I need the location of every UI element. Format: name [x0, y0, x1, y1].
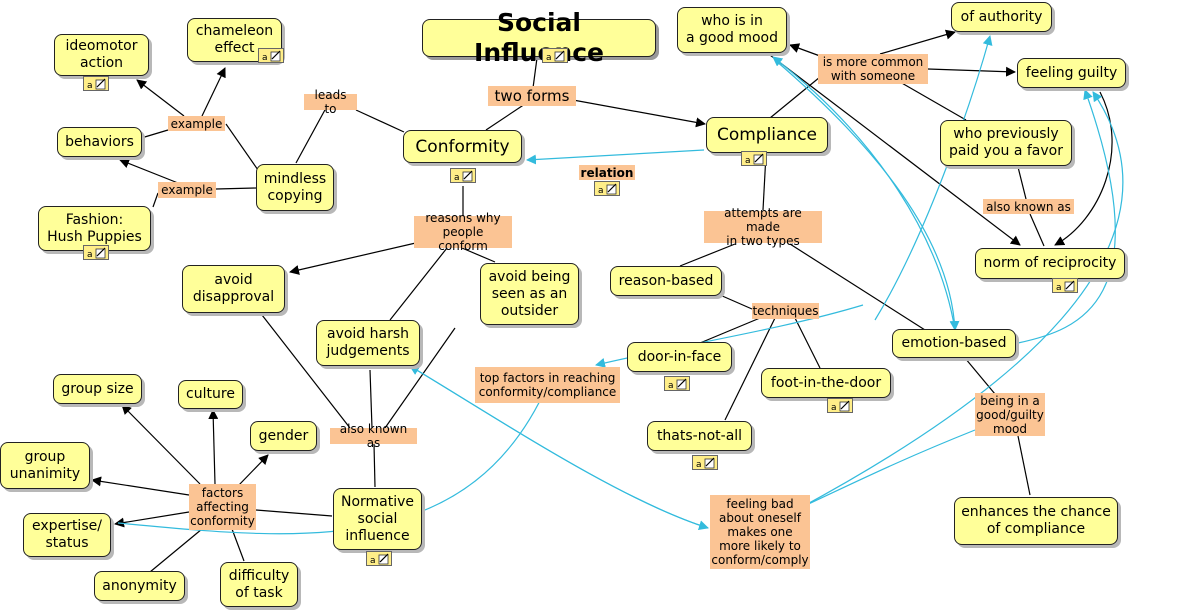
node-previous-favor[interactable]: who previously paid you a favor	[940, 120, 1072, 166]
svg-text:a: a	[262, 53, 268, 63]
link-also-known-as-2[interactable]: also known as	[330, 422, 417, 450]
link-also-known-as-1[interactable]: also known as	[983, 199, 1074, 214]
node-culture[interactable]: culture	[178, 380, 243, 409]
diagram-title[interactable]: Social Influence	[422, 8, 656, 67]
node-conformity[interactable]: Conformity	[403, 130, 522, 163]
svg-text:a: a	[87, 81, 93, 91]
svg-text:a: a	[454, 173, 460, 183]
link-good-guilty-mood[interactable]: being in a good/guilty mood	[975, 393, 1045, 436]
node-of-authority[interactable]: of authority	[951, 2, 1052, 32]
node-gender[interactable]: gender	[250, 421, 317, 451]
note-icon[interactable]: a	[450, 168, 476, 183]
note-icon[interactable]: a	[741, 151, 767, 166]
node-ideomotor-action[interactable]: ideomotor action	[54, 34, 149, 76]
node-mindless-copying[interactable]: mindless copying	[256, 164, 334, 211]
link-attempts-two-types[interactable]: attempts are made in two types	[704, 206, 822, 248]
svg-text:a: a	[546, 53, 552, 63]
node-behaviors[interactable]: behaviors	[57, 127, 142, 157]
note-icon[interactable]: a	[692, 455, 718, 470]
node-anonymity[interactable]: anonymity	[94, 571, 185, 601]
note-icon[interactable]: a	[827, 398, 853, 413]
node-avoid-harsh-judgements[interactable]: avoid harsh judgements	[316, 320, 420, 366]
node-fashion-hush-puppies[interactable]: Fashion: Hush Puppies	[38, 206, 151, 251]
link-factors-affecting[interactable]: factors affecting conformity	[189, 484, 256, 530]
link-leads-to[interactable]: leads to	[304, 88, 357, 116]
link-two-forms[interactable]: two forms	[488, 86, 576, 106]
node-emotion-based[interactable]: emotion-based	[892, 329, 1016, 358]
node-avoid-outsider[interactable]: avoid being seen as an outsider	[480, 263, 579, 325]
note-icon[interactable]: a	[258, 48, 284, 63]
node-expertise-status[interactable]: expertise/ status	[23, 513, 111, 557]
node-group-size[interactable]: group size	[53, 374, 142, 404]
svg-text:a: a	[745, 156, 751, 166]
link-example-2[interactable]: example	[158, 182, 216, 198]
link-feeling-bad[interactable]: feeling bad about oneself makes one more…	[710, 495, 810, 569]
node-norm-of-reciprocity[interactable]: norm of reciprocity	[975, 248, 1125, 279]
node-avoid-disapproval[interactable]: avoid disapproval	[182, 265, 285, 313]
note-icon[interactable]: a	[366, 551, 392, 566]
svg-text:a: a	[696, 460, 702, 470]
node-group-unanimity[interactable]: group unanimity	[0, 442, 90, 489]
note-icon[interactable]: a	[83, 76, 109, 91]
note-icon[interactable]: a	[83, 245, 109, 260]
note-icon[interactable]: a	[542, 48, 568, 63]
node-enhances-compliance[interactable]: enhances the chance of compliance	[954, 497, 1118, 545]
node-good-mood[interactable]: who is in a good mood	[677, 7, 787, 53]
note-icon[interactable]: a	[1052, 278, 1078, 293]
link-more-common[interactable]: is more common with someone	[818, 54, 928, 84]
node-foot-in-the-door[interactable]: foot-in-the-door	[761, 368, 891, 398]
link-top-factors[interactable]: top factors in reaching conformity/compl…	[475, 367, 620, 403]
svg-text:a: a	[668, 381, 674, 391]
link-techniques[interactable]: techniques	[752, 303, 819, 319]
link-reasons-why[interactable]: reasons why people conform	[414, 211, 512, 253]
node-normative-social-influence[interactable]: Normative social influence	[333, 488, 422, 550]
node-compliance[interactable]: Compliance	[706, 117, 828, 153]
svg-text:a: a	[87, 250, 93, 260]
node-thats-not-all[interactable]: thats-not-all	[647, 421, 752, 451]
link-example-1[interactable]: example	[168, 116, 225, 131]
svg-text:a: a	[1056, 283, 1062, 293]
svg-text:a: a	[831, 403, 837, 413]
svg-text:a: a	[370, 556, 376, 566]
svg-text:a: a	[598, 186, 604, 196]
node-feeling-guilty[interactable]: feeling guilty	[1017, 58, 1126, 88]
node-reason-based[interactable]: reason-based	[610, 266, 722, 296]
note-icon[interactable]: a	[664, 376, 690, 391]
link-relation[interactable]: relation	[579, 165, 635, 180]
node-difficulty-of-task[interactable]: difficulty of task	[220, 562, 298, 607]
node-door-in-face[interactable]: door-in-face	[627, 342, 732, 372]
note-icon[interactable]: a	[594, 181, 620, 196]
